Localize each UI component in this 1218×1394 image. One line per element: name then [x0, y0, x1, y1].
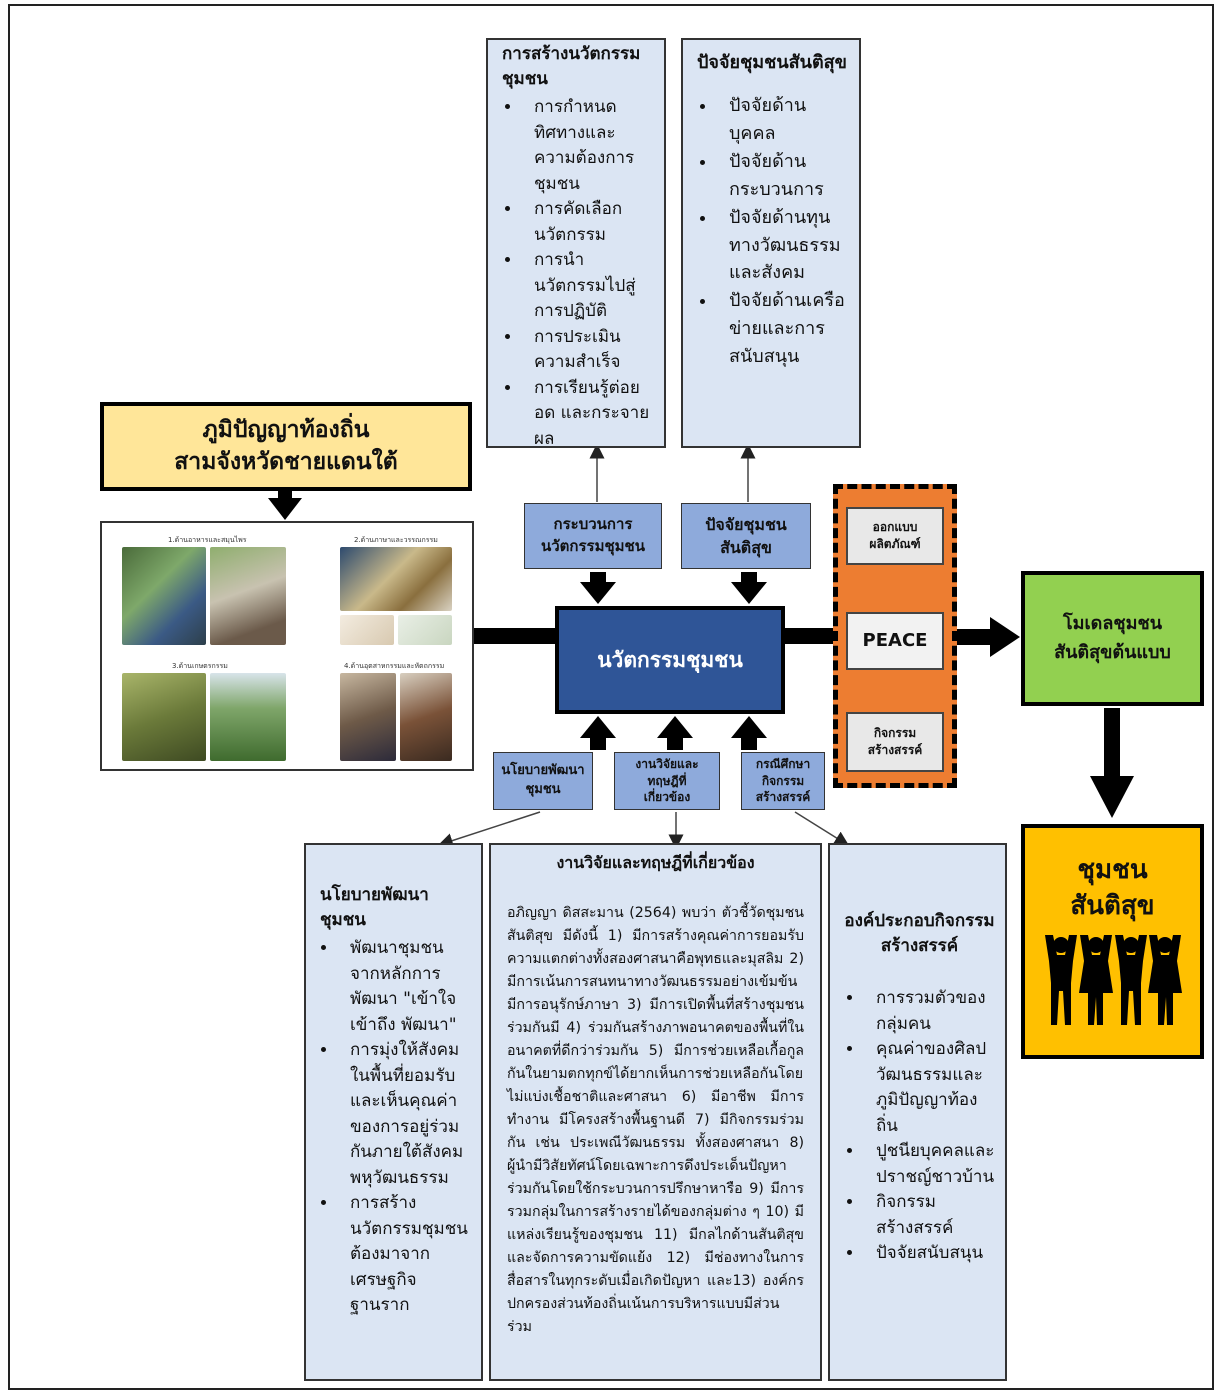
list-item: การสร้างนวัตกรรมชุมชนต้องมาจากเศรษฐกิจฐา… [338, 1191, 471, 1319]
farming-photo [122, 673, 206, 761]
craft-photo-2 [400, 673, 452, 761]
peace-center-label: PEACE [862, 629, 928, 651]
bar-left [474, 628, 558, 644]
activity-detail-box: องค์ประกอบกิจกรรมสร้างสรรค์ การรวมตัวของ… [828, 843, 1007, 1381]
peace-factors-title: ปัจจัยชุมชนสันติสุข [697, 52, 847, 73]
list-item: ปัจจัยด้านกระบวนการ [717, 148, 849, 204]
list-item: ปูชนียบุคคลและปราชญ์ชาวบ้าน [864, 1139, 995, 1190]
photo-caption-4: 4.ด้านอุตสาหกรรมและหัตถกรรม [344, 662, 445, 670]
peaceful-line1: ชุมชน [1077, 855, 1148, 885]
peace-box: ออกแบบผลิตภัณฑ์ PEACE กิจกรรมสร้างสรรค์ [833, 484, 957, 788]
photo-caption-3: 3.ด้านเกษตรกรรม [172, 662, 228, 670]
model-box: โมเดลชุมชนสันติสุขต้นแบบ [1021, 571, 1204, 706]
model-label: โมเดลชุมชนสันติสุขต้นแบบ [1054, 612, 1171, 663]
peaceful-line2: สันติสุข [1070, 891, 1155, 922]
peace-factors-box: ปัจจัยชุมชนสันติสุข ปัจจัยด้านบุคคล ปัจจ… [681, 38, 861, 448]
cooking-photo [210, 547, 286, 645]
list-item: การคัดเลือกนวัตกรรม [522, 197, 652, 248]
policy-detail-box: นโยบายพัฒนาชุมชน พัฒนาชุมชนจากหลักการพัฒ… [304, 843, 483, 1381]
design-product-label: ออกแบบผลิตภัณฑ์ [869, 519, 921, 551]
central-title: นวัตกรรมชุมชน [597, 647, 743, 672]
heritage-line1: ภูมิปัญญาท้องถิ่น [202, 417, 370, 444]
research-detail-title: งานวิจัยและทฤษฎีที่เกี่ยวข้อง [556, 853, 755, 872]
research-input-box: งานวิจัยและทฤษฎีที่เกี่ยวข้อง [614, 752, 720, 810]
list-item: ปัจจัยด้านเครือข่ายและการสนับสนุน [717, 287, 849, 371]
manuscript-photo [340, 547, 452, 611]
policy-detail-title: นโยบายพัฒนาชุมชน [320, 885, 429, 930]
central-innovation-box: นวัตกรรมชุมชน [555, 606, 785, 714]
document-photo-2 [398, 615, 452, 645]
arrow-down-icon [1090, 776, 1134, 818]
case-input-box: กรณีศึกษากิจกรรมสร้างสรรค์ [741, 752, 825, 810]
innovation-process-title: การสร้างนวัตกรรมชุมชน [502, 44, 641, 89]
factors-label-box: ปัจจัยชุมชนสันติสุข [681, 503, 811, 569]
creative-activity-label: กิจกรรมสร้างสรรค์ [867, 725, 923, 757]
factors-label: ปัจจัยชุมชนสันติสุข [705, 514, 787, 557]
list-item: การกำหนดทิศทางและความต้องการชุมชน [522, 95, 652, 197]
arrow-up-icon [657, 716, 693, 738]
document-photo-1 [340, 615, 394, 645]
list-item: การเรียนรู้ต่อยอด และกระจายผล [522, 376, 652, 453]
policy-input-box: นโยบายพัฒนาชุมชน [493, 752, 593, 810]
list-item: การรวมตัวของกลุ่มคน [864, 986, 995, 1037]
case-input-label: กรณีศึกษากิจกรรมสร้างสรรค์ [755, 756, 811, 805]
arrow-down-icon [580, 582, 616, 604]
list-item: พัฒนาชุมชนจากหลักการพัฒนา "เข้าใจ เข้าถึ… [338, 936, 471, 1038]
design-product-box: ออกแบบผลิตภัณฑ์ [846, 507, 944, 565]
field-photo [210, 673, 286, 761]
peace-center-box: PEACE [846, 612, 944, 670]
arrow-right-icon [990, 617, 1020, 657]
list-item: การมุ่งให้สังคมในพื้นที่ยอมรับและเห็นคุณ… [338, 1038, 471, 1191]
list-item: การประเมินความสำเร็จ [522, 325, 652, 376]
policy-input-label: นโยบายพัฒนาชุมชน [501, 763, 585, 797]
list-item: การนำนวัตกรรมไปสู่การปฏิบัติ [522, 248, 652, 325]
list-item: ปัจจัยด้านทุนทางวัฒนธรรมและสังคม [717, 204, 849, 288]
activity-detail-title: องค์ประกอบกิจกรรมสร้างสรรค์ [844, 911, 995, 956]
photo-caption-1: 1.ด้านอาหารและสมุนไพร [168, 536, 247, 544]
photo-panel: 1.ด้านอาหารและสมุนไพร 2.ด้านภาษาและวรรณก… [100, 521, 474, 771]
list-item: คุณค่าของศิลปวัฒนธรรมและภูมิปัญญาท้องถิ่… [864, 1037, 995, 1139]
bar-right [784, 628, 834, 644]
arrow-down-icon [731, 582, 767, 604]
list-item: ปัจจัยด้านบุคคล [717, 92, 849, 148]
list-item: กิจกรรมสร้างสรรค์ [864, 1190, 995, 1241]
creative-activity-box: กิจกรรมสร้างสรรค์ [846, 712, 944, 772]
diagram-frame [8, 4, 1214, 1390]
research-detail-body: อภิญญา ดิสสะมาน (2564) พบว่า ตัวชี้วัดชุ… [507, 905, 804, 1336]
heritage-line2: สามจังหวัดชายแดนใต้ [174, 448, 398, 475]
photo-caption-2: 2.ด้านภาษาและวรรณกรรม [354, 536, 438, 544]
peaceful-community-box: ชุมชน สันติสุข [1021, 824, 1204, 1059]
heritage-box: ภูมิปัญญาท้องถิ่น สามจังหวัดชายแดนใต้ [100, 402, 472, 491]
arrow-up-icon [580, 716, 616, 738]
innovation-process-box: การสร้างนวัตกรรมชุมชน การกำหนดทิศทางและค… [486, 38, 666, 449]
food-herb-photo [122, 547, 206, 645]
arrow-down-icon [268, 498, 302, 520]
arrow-up-icon [731, 716, 767, 738]
process-label: กระบวนการนวัตกรรมชุมชน [540, 515, 645, 555]
craft-photo-1 [340, 673, 396, 761]
process-label-box: กระบวนการนวัตกรรมชุมชน [524, 503, 662, 569]
list-item: ปัจจัยสนับสนุน [864, 1241, 995, 1267]
people-icon [1044, 934, 1182, 1025]
research-input-label: งานวิจัยและทฤษฎีที่เกี่ยวข้อง [635, 756, 699, 805]
research-detail-box: งานวิจัยและทฤษฎีที่เกี่ยวข้อง อภิญญา ดิส… [489, 843, 822, 1381]
